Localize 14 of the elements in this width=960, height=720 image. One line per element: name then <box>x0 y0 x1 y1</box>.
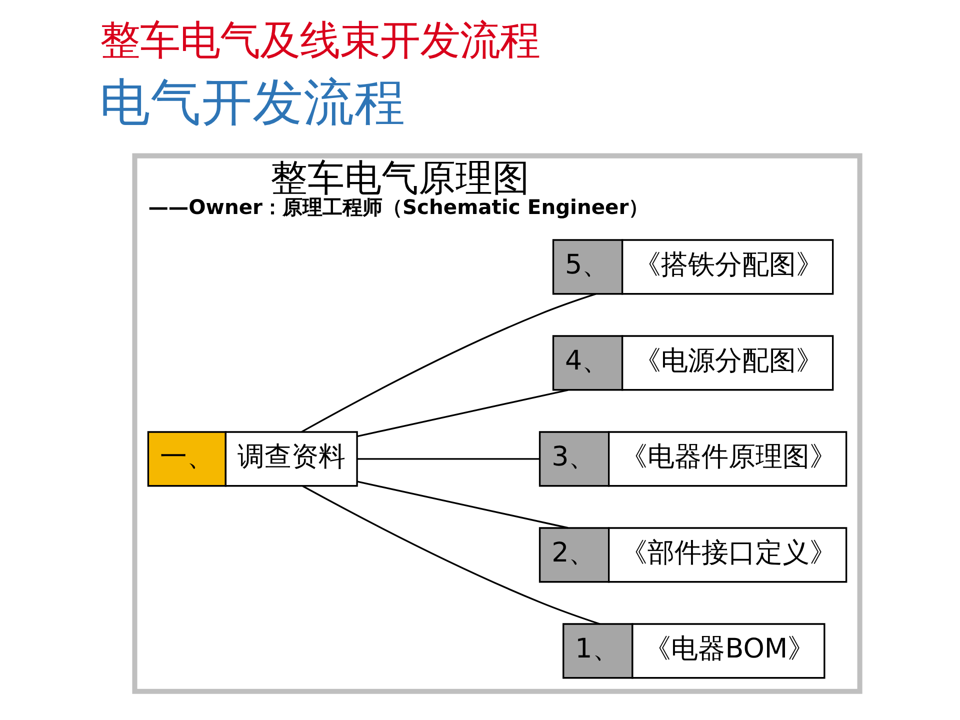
node-label: 《电器件原理图》 <box>620 441 837 472</box>
node-text: 5、 <box>565 249 610 280</box>
node-text: 一、 <box>160 441 214 472</box>
node-label: 调查资料 <box>237 441 346 472</box>
node-label: 《电器BOM》 <box>644 633 815 664</box>
node-text: 1、 <box>575 633 620 664</box>
diagram-title: 整车电气及线束开发流程 <box>100 16 540 64</box>
node-text: 2、 <box>552 537 596 568</box>
label: 电气开发流程 <box>100 72 406 132</box>
node-label: 《搭铁分配图》 <box>634 249 824 280</box>
node-text: 3、 <box>552 441 596 472</box>
node-text: 4、 <box>565 345 610 376</box>
node-label: 《部件接口定义》 <box>620 537 837 568</box>
node-label: 《电源分配图》 <box>634 345 824 376</box>
